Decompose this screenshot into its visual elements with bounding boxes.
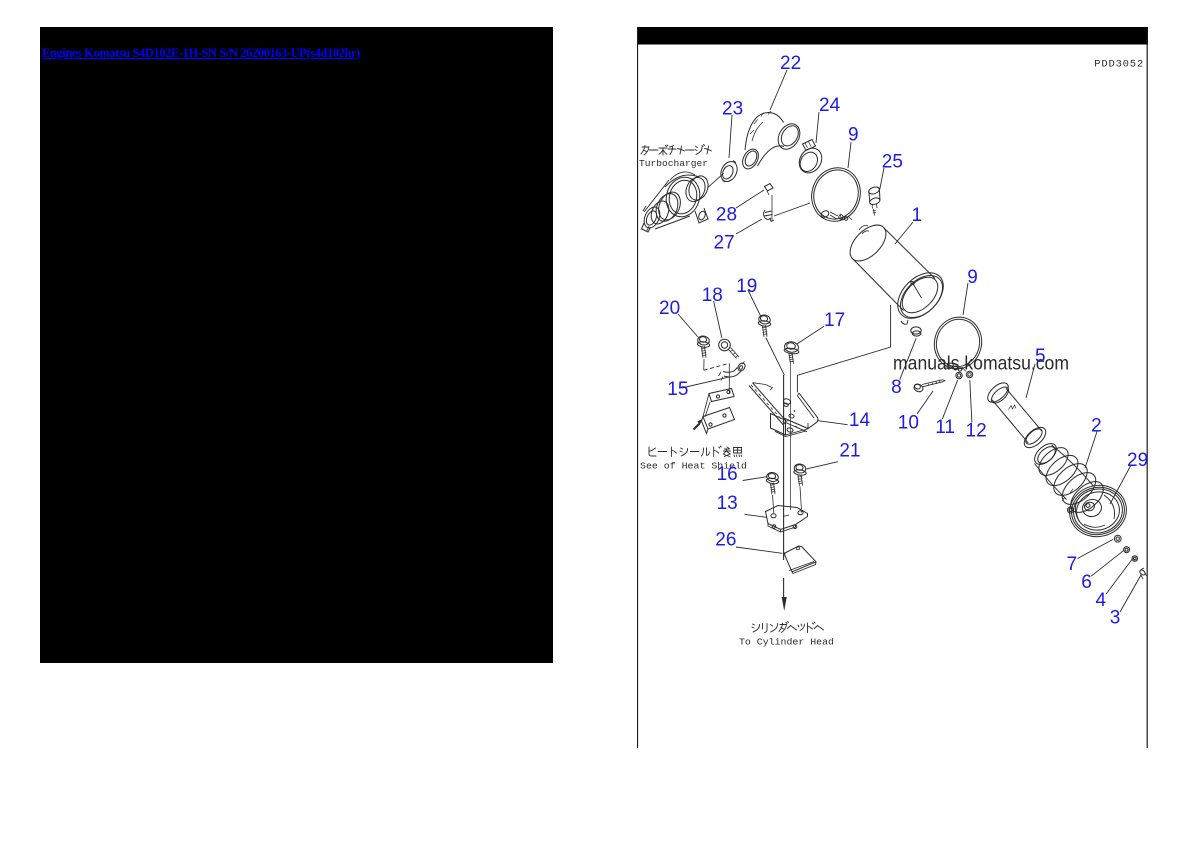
svg-text:16: 16 <box>717 464 738 485</box>
svg-text:13: 13 <box>717 493 738 514</box>
svg-text:11: 11 <box>935 417 955 438</box>
svg-text:19: 19 <box>736 276 757 297</box>
svg-text:9: 9 <box>848 125 859 146</box>
svg-text:2: 2 <box>1091 416 1102 437</box>
svg-text:14: 14 <box>849 410 871 431</box>
svg-text:5: 5 <box>1035 346 1046 367</box>
svg-text:Turbocharger: Turbocharger <box>639 158 708 169</box>
svg-text:24: 24 <box>819 95 841 116</box>
svg-text:17: 17 <box>824 310 845 331</box>
svg-text:7: 7 <box>1067 554 1078 575</box>
svg-text:4: 4 <box>1096 590 1107 611</box>
svg-text:PDD3052: PDD3052 <box>1094 59 1144 71</box>
svg-text:23: 23 <box>722 99 743 120</box>
svg-text:8: 8 <box>891 377 902 398</box>
svg-text:28: 28 <box>716 205 737 226</box>
svg-text:10: 10 <box>898 413 919 434</box>
svg-text:25: 25 <box>882 152 903 173</box>
svg-text:9: 9 <box>967 267 978 288</box>
svg-text:29: 29 <box>1127 450 1148 471</box>
svg-text:22: 22 <box>780 53 801 74</box>
svg-text:6: 6 <box>1081 572 1092 593</box>
svg-text:1: 1 <box>912 205 923 226</box>
svg-text:12: 12 <box>966 421 987 442</box>
svg-text:26: 26 <box>715 530 736 551</box>
svg-text:15: 15 <box>667 379 688 400</box>
svg-text:20: 20 <box>659 298 680 319</box>
svg-text:21: 21 <box>839 441 860 462</box>
svg-text:27: 27 <box>714 233 735 254</box>
svg-text:To Cylinder Head: To Cylinder Head <box>739 637 834 648</box>
svg-text:manuals.komatsu.com: manuals.komatsu.com <box>893 353 1069 375</box>
svg-text:18: 18 <box>702 285 723 306</box>
svg-text:3: 3 <box>1110 608 1121 629</box>
svg-text:See of Heat Shield: See of Heat Shield <box>640 461 747 472</box>
